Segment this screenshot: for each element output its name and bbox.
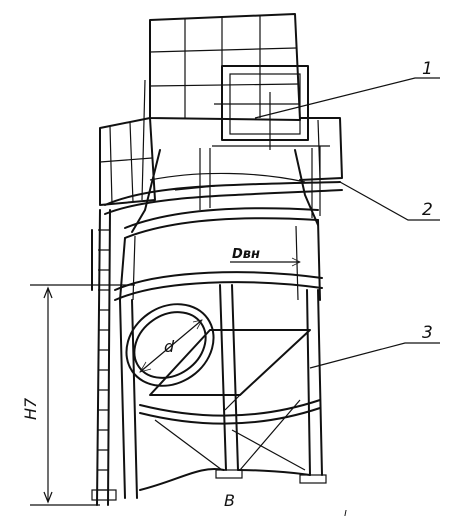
inspection-hatch — [212, 65, 330, 150]
cylinder-body — [114, 219, 323, 301]
inlet-diameter-label: d — [164, 337, 175, 356]
height-dimension — [30, 284, 135, 506]
ladder — [91, 79, 146, 506]
inlet-ring — [125, 303, 215, 387]
support-frame — [119, 284, 327, 499]
side-bracket — [299, 117, 343, 181]
callout-3-label: 3 — [422, 323, 433, 343]
leader-lines — [254, 77, 440, 369]
callout-1-label: 1 — [422, 59, 433, 79]
width-label: B — [224, 491, 235, 510]
corner-mark: ı — [344, 506, 347, 518]
inner-diameter-label: Dвн — [232, 247, 260, 262]
callout-2-label: 2 — [422, 200, 433, 220]
service-platform — [104, 146, 343, 239]
height-label: H7 — [21, 397, 40, 420]
hopper — [149, 329, 311, 411]
